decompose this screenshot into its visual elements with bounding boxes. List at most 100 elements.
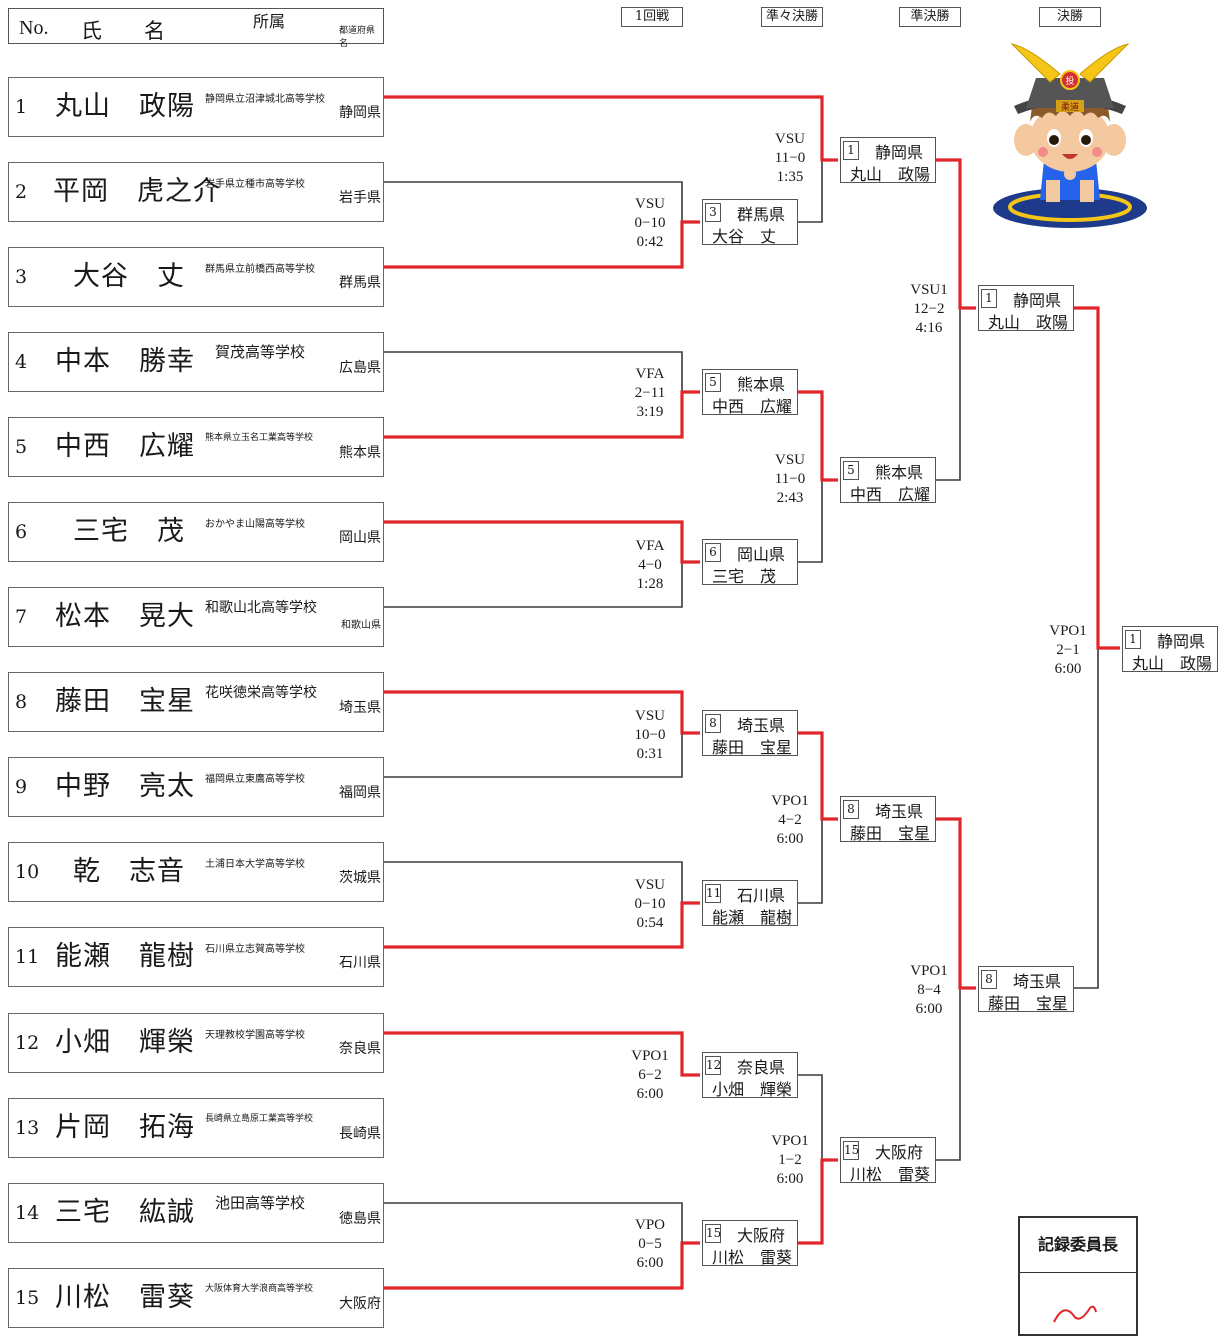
- winner-prefecture: 熊本県: [737, 375, 786, 394]
- match-result-line: 4−0: [638, 557, 662, 573]
- match-result-line: 6:00: [776, 1171, 804, 1187]
- match-result-line: VSU1: [910, 282, 948, 298]
- entry-no: 5: [15, 436, 28, 458]
- entry-school: 静岡県立沼津城北高等学校: [205, 94, 325, 105]
- entry-prefecture: 岡山県: [339, 530, 381, 546]
- match-result-line: 4:16: [915, 320, 943, 336]
- match-winner-box: 8 埼玉県 藤田 宝星: [840, 796, 936, 843]
- signature-label: 記録委員長: [1020, 1218, 1136, 1273]
- winner-name: 川松 雷葵: [850, 1165, 931, 1184]
- entry-school: 大阪体育大学浪商高等学校: [205, 1284, 314, 1294]
- entry-name: 藤田 宝星: [55, 686, 195, 717]
- match-result-line: 0:54: [636, 915, 664, 931]
- entry-name: 乾 志音: [73, 856, 185, 887]
- winner-seed: 1: [843, 141, 859, 160]
- champion-box: 1 静岡県 丸山 政陽: [1122, 626, 1218, 673]
- match-result: VPO1 8−4 6:00: [903, 962, 955, 1019]
- line-winner: [1074, 306, 1120, 650]
- entry-name: 川松 雷葵: [55, 1282, 195, 1313]
- winner-seed: 1: [981, 289, 997, 308]
- winner-prefecture: 静岡県: [1157, 632, 1206, 651]
- entry-row: 4 中本 勝幸 賀茂高等学校 広島県: [8, 332, 384, 392]
- line-winner: [384, 901, 700, 949]
- entry-school: 岩手県立種市高等学校: [205, 179, 305, 190]
- match-result-line: 6:00: [915, 1001, 943, 1017]
- match-result-line: VFA: [635, 366, 665, 382]
- line-winner: [797, 390, 838, 482]
- match-result-line: VPO: [634, 1217, 665, 1233]
- entry-no: 7: [15, 606, 28, 628]
- match-result-line: 3:19: [636, 404, 664, 420]
- entry-no: 2: [15, 181, 28, 203]
- entry-row: 7 松本 晃大 和歌山北高等学校 和歌山県: [8, 587, 384, 647]
- match-result-line: 12−2: [913, 301, 945, 317]
- entry-row: 9 中野 亮太 福岡県立東鷹高等学校 福岡県: [8, 757, 384, 817]
- match-result-line: 11−0: [774, 471, 806, 487]
- match-result-line: 8−4: [917, 982, 941, 998]
- entry-name: 小畑 輝榮: [55, 1027, 195, 1058]
- winner-name: 中西 広耀: [712, 397, 793, 416]
- match-result-line: 6:00: [1054, 661, 1082, 677]
- match-result-line: 0:31: [636, 746, 664, 762]
- match-result-line: VPO1: [771, 1133, 809, 1149]
- line-winner: [797, 731, 838, 821]
- winner-seed: 12: [705, 1056, 721, 1075]
- winner-prefecture: 奈良県: [737, 1058, 786, 1077]
- winner-prefecture: 埼玉県: [875, 802, 924, 821]
- samurai-helmet-mascot-icon: 柔道 投: [993, 43, 1147, 228]
- line-winner: [936, 817, 976, 990]
- entry-prefecture: 岩手県: [339, 190, 381, 206]
- entry-row: 13 片岡 拓海 長崎県立島原工業高等学校 長崎県: [8, 1098, 384, 1158]
- entry-row: 14 三宅 紘誠 池田高等学校 徳島県: [8, 1183, 384, 1243]
- match-result: VSU 0−10 0:54: [624, 876, 676, 933]
- winner-seed: 8: [705, 714, 721, 733]
- entry-row: 15 川松 雷葵 大阪体育大学浪商高等学校 大阪府: [8, 1268, 384, 1328]
- match-result-line: 6−2: [638, 1067, 662, 1083]
- entry-school: 天理教校学園高等学校: [205, 1030, 305, 1041]
- header-affiliation: 所属: [253, 12, 286, 31]
- header-row: No. 氏名 所属 都道府県名: [8, 8, 384, 49]
- match-winner-box: 5 熊本県 中西 広耀: [840, 457, 936, 504]
- winner-name: 丸山 政陽: [988, 313, 1069, 332]
- winner-prefecture: 静岡県: [1013, 291, 1062, 310]
- entry-row: 3 大谷 丈 群馬県立前橋西高等学校 群馬県: [8, 247, 384, 307]
- match-result-line: 0−10: [634, 215, 666, 231]
- entry-name: 中野 亮太: [55, 771, 195, 802]
- entry-school: 花咲徳栄高等学校: [205, 685, 317, 701]
- line-winner: [797, 1158, 838, 1245]
- entry-row: 12 小畑 輝榮 天理教校学園高等学校 奈良県: [8, 1013, 384, 1073]
- match-result-line: 1:35: [776, 169, 804, 185]
- entry-row: 11 能瀬 龍樹 石川県立志賀高等学校 石川県: [8, 927, 384, 987]
- entry-name: 中西 広耀: [55, 431, 195, 462]
- entry-prefecture: 石川県: [339, 955, 381, 971]
- match-result-line: 0−10: [634, 896, 666, 912]
- line-winner: [384, 520, 700, 564]
- winner-prefecture: 大阪府: [737, 1226, 786, 1245]
- entry-prefecture: 奈良県: [339, 1041, 381, 1057]
- entry-school: 熊本県立玉名工業高等学校: [205, 433, 314, 443]
- entry-no: 4: [15, 351, 28, 373]
- entry-prefecture: 埼玉県: [339, 700, 381, 716]
- header-prefecture: 都道府県名: [339, 26, 376, 49]
- match-result-line: 2−11: [634, 385, 666, 401]
- entry-name: 片岡 拓海: [55, 1112, 195, 1143]
- winner-name: 藤田 宝星: [712, 738, 793, 757]
- entry-prefecture: 大阪府: [339, 1296, 381, 1312]
- entry-prefecture: 広島県: [339, 360, 381, 376]
- match-result-line: 11−0: [774, 150, 806, 166]
- match-result-line: VSU: [634, 877, 665, 893]
- match-result-line: 2−1: [1056, 642, 1080, 658]
- entry-school: 福岡県立東鷹高等学校: [205, 774, 305, 785]
- line-loser: [1074, 647, 1120, 989]
- match-result-line: VSU: [774, 452, 805, 468]
- winner-name: 藤田 宝星: [850, 824, 931, 843]
- entry-no: 9: [15, 776, 28, 798]
- match-result-line: VPO1: [910, 963, 948, 979]
- winner-seed: 5: [705, 373, 721, 392]
- match-winner-box: 15 大阪府 川松 雷葵: [840, 1137, 936, 1184]
- line-winner: [384, 95, 838, 162]
- entry-row: 6 三宅 茂 おかやま山陽高等学校 岡山県: [8, 502, 384, 562]
- match-result-line: VSU: [634, 196, 665, 212]
